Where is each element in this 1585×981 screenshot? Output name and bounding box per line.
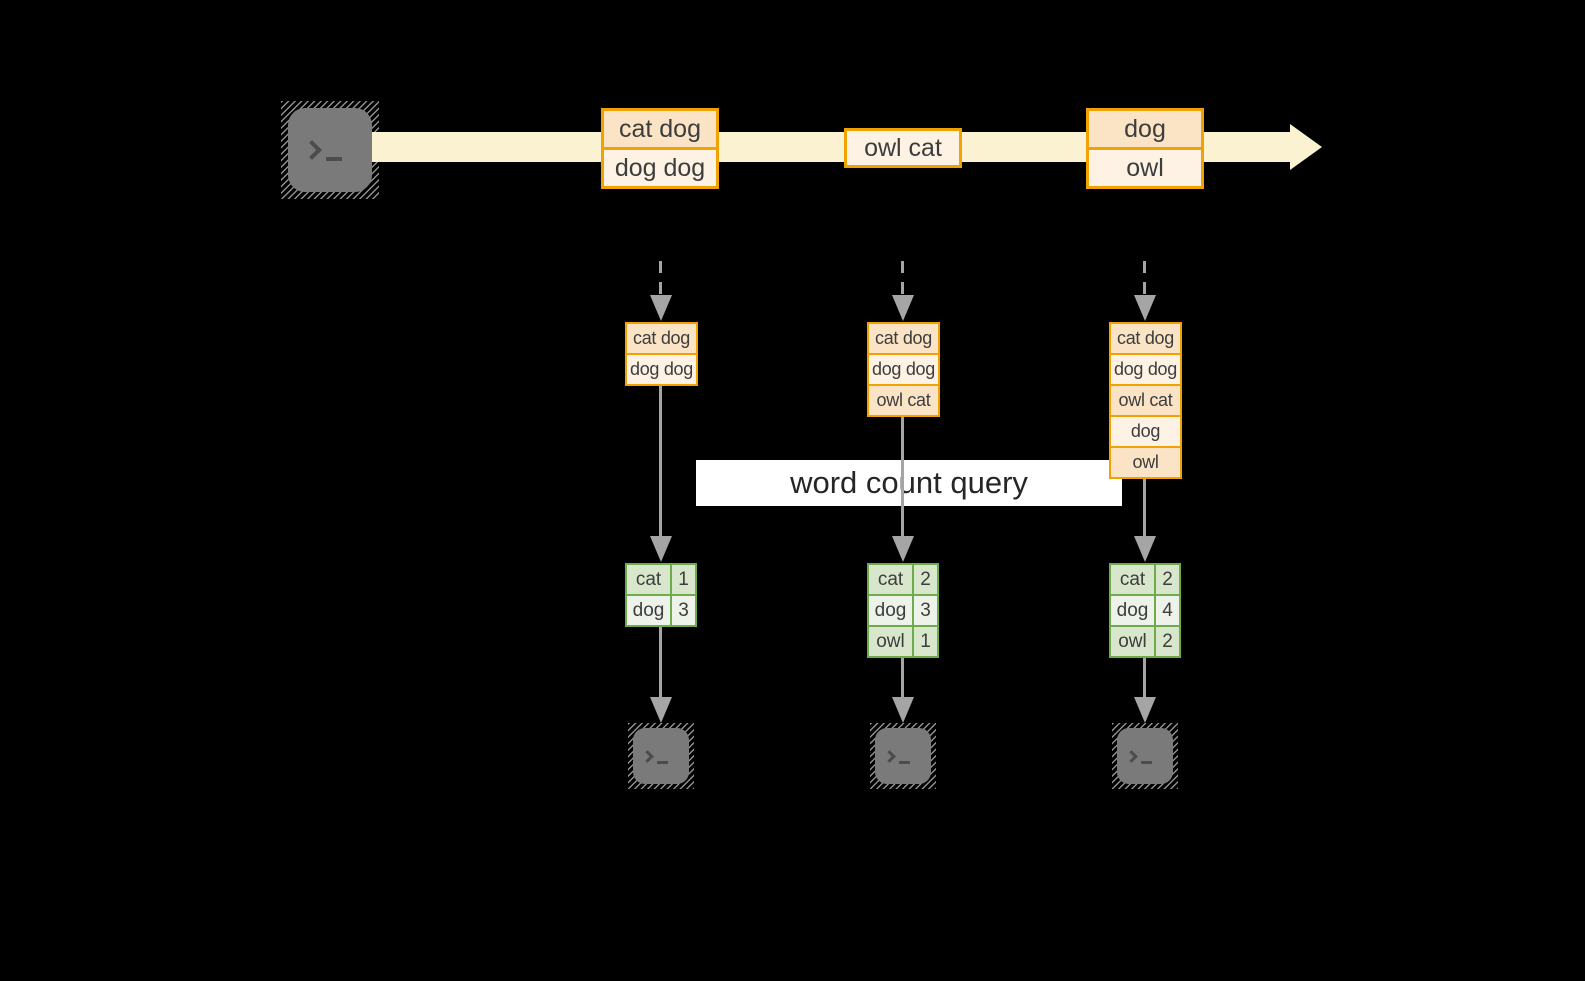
prompt-cursor-icon (899, 760, 910, 764)
count-row: dog 3 (627, 596, 695, 625)
terminal-sink-icon (1112, 723, 1178, 789)
state-box-2: cat dog dog dog owl cat (867, 322, 940, 417)
count-word-cell: cat (1111, 565, 1154, 594)
stream-record-line: dog dog (604, 150, 716, 186)
state-cell: owl (1111, 448, 1180, 477)
prompt-cursor-icon (1141, 760, 1152, 764)
dashed-arrow-head-icon (892, 295, 914, 321)
prompt-cursor-icon (657, 760, 668, 764)
dashed-arrow-head-icon (650, 295, 672, 321)
state-cell: dog (1111, 417, 1180, 446)
stream-arrowhead-icon (1290, 124, 1322, 170)
prompt-chevron-icon (883, 749, 896, 763)
stream-record-line: dog (1089, 111, 1201, 147)
state-cell: cat dog (869, 324, 938, 353)
count-value-cell: 2 (914, 565, 937, 594)
arrow-head-icon (892, 697, 914, 723)
count-value-cell: 3 (914, 596, 937, 625)
count-row: cat 2 (869, 565, 937, 594)
stream-record-1: cat dog dog dog (601, 108, 719, 189)
arrow-head-icon (1134, 536, 1156, 562)
count-value-cell: 3 (672, 596, 695, 625)
prompt-chevron-icon (1125, 749, 1138, 763)
stream-record-line: cat dog (604, 111, 716, 147)
arrow-stem (659, 627, 662, 697)
count-row: dog 3 (869, 596, 937, 625)
count-word-cell: dog (869, 596, 912, 625)
count-row: cat 2 (1111, 565, 1179, 594)
arrow-stem (1143, 479, 1146, 536)
count-word-cell: dog (1111, 596, 1154, 625)
dashed-arrow-stem (901, 261, 904, 295)
state-cell: cat dog (1111, 324, 1180, 353)
count-table-1: cat 1 dog 3 (625, 563, 697, 627)
state-box-1: cat dog dog dog (625, 322, 698, 386)
state-cell: dog dog (1111, 355, 1180, 384)
prompt-chevron-icon (641, 749, 654, 763)
state-cell: owl cat (869, 386, 938, 415)
terminal-sink-icon (628, 723, 694, 789)
count-value-cell: 4 (1156, 596, 1179, 625)
terminal-source-icon (281, 101, 379, 199)
stream-record-2: owl cat (844, 128, 962, 168)
count-value-cell: 2 (1156, 627, 1179, 656)
count-word-cell: cat (869, 565, 912, 594)
stream-record-3: dog owl (1086, 108, 1204, 189)
arrow-stem (1143, 658, 1146, 697)
query-label-box: word count query (696, 460, 1122, 506)
terminal-sink-icon (870, 723, 936, 789)
dashed-arrow-stem (659, 261, 662, 295)
arrow-head-icon (892, 536, 914, 562)
state-cell: dog dog (627, 355, 696, 384)
count-row: owl 1 (869, 627, 937, 656)
arrow-head-icon (650, 536, 672, 562)
prompt-chevron-icon (302, 140, 322, 160)
arrow-stem (901, 658, 904, 697)
count-row: cat 1 (627, 565, 695, 594)
count-value-cell: 2 (1156, 565, 1179, 594)
count-word-cell: cat (627, 565, 670, 594)
arrow-stem (659, 386, 662, 536)
stream-record-line: owl (1089, 150, 1201, 186)
count-row: owl 2 (1111, 627, 1179, 656)
dashed-arrow-stem (1143, 261, 1146, 295)
count-table-3: cat 2 dog 4 owl 2 (1109, 563, 1181, 658)
arrow-head-icon (1134, 697, 1156, 723)
state-cell: owl cat (1111, 386, 1180, 415)
count-word-cell: dog (627, 596, 670, 625)
query-label: word count query (790, 465, 1028, 500)
prompt-cursor-icon (326, 157, 342, 161)
state-cell: cat dog (627, 324, 696, 353)
count-word-cell: owl (869, 627, 912, 656)
state-box-3: cat dog dog dog owl cat dog owl (1109, 322, 1182, 479)
arrow-stem (901, 417, 904, 536)
arrow-head-icon (650, 697, 672, 723)
terminal-screen (875, 728, 931, 784)
terminal-screen (633, 728, 689, 784)
terminal-screen (288, 108, 372, 192)
count-row: dog 4 (1111, 596, 1179, 625)
stream-record-line: owl cat (847, 131, 959, 165)
dashed-arrow-head-icon (1134, 295, 1156, 321)
count-value-cell: 1 (914, 627, 937, 656)
count-value-cell: 1 (672, 565, 695, 594)
terminal-screen (1117, 728, 1173, 784)
state-cell: dog dog (869, 355, 938, 384)
count-table-2: cat 2 dog 3 owl 1 (867, 563, 939, 658)
count-word-cell: owl (1111, 627, 1154, 656)
